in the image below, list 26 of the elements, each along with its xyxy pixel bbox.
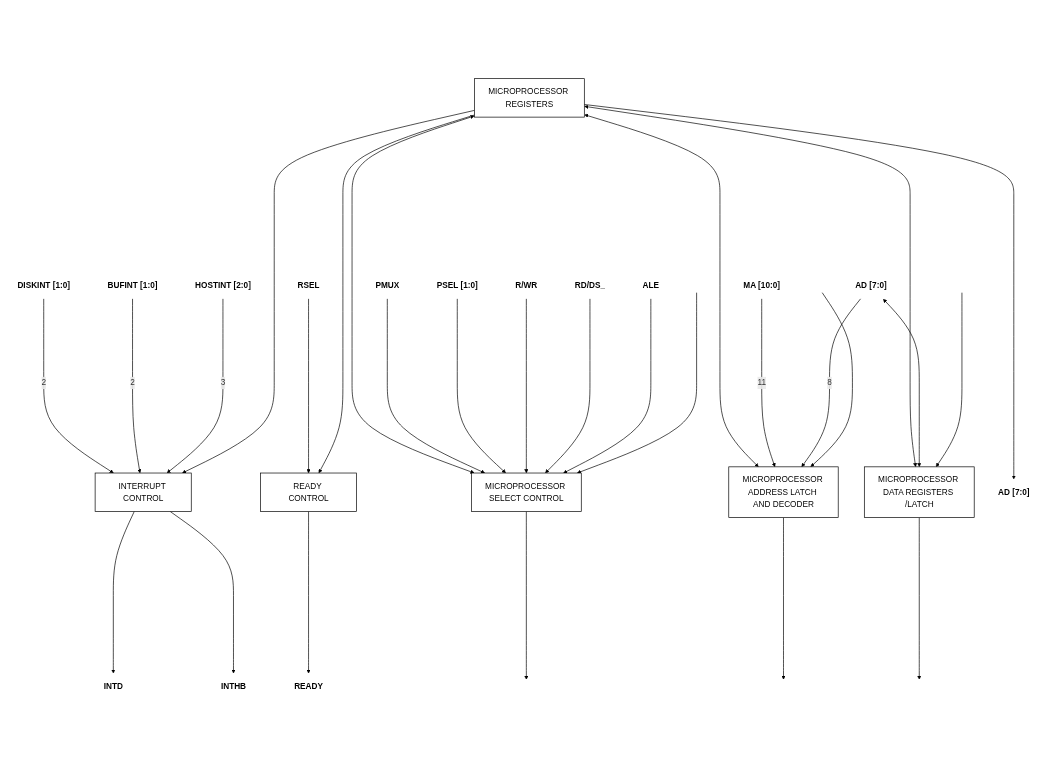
node-box: INTERRUPT CONTROL [94,473,192,513]
node-text: RD/DS_ [574,281,606,291]
node-text: HOSTINT [2:0] [195,281,251,291]
node-text: INTD [103,682,123,692]
edge-label: 11 [757,378,766,388]
node-box: MICROPROCESSOR REGISTERS [474,78,585,118]
node-box: MICROPROCESSOR DATA REGISTERS /LATCH [863,466,975,519]
node-text: AD [7:0] [855,281,887,291]
node-text: AD [7:0] [998,487,1030,498]
node-text: BUFINT [1:0] [107,281,158,291]
node-box: MICROPROCESSOR ADDRESS LATCH AND DECODER [728,466,839,519]
node-box: READY CONTROL [260,473,357,513]
node-text: READY [294,682,323,692]
node-text: INTHB [220,682,247,692]
edge-label: 2 [130,378,135,388]
node-box: MICROPROCESSOR SELECT CONTROL [471,473,582,513]
node-text: RSEL [297,281,320,291]
node-text: DISKINT [1:0] [17,281,71,291]
edge-label: 2 [41,378,47,388]
node-text: PSEL [1:0] [436,281,478,291]
node-text: ALE [642,281,660,291]
node-text: MA [10:0] [743,281,781,291]
edge-label: 3 [220,378,226,388]
node-text: PMUX [375,281,400,291]
node-text: R/WR [515,281,538,291]
edge-label: 8 [827,378,832,388]
